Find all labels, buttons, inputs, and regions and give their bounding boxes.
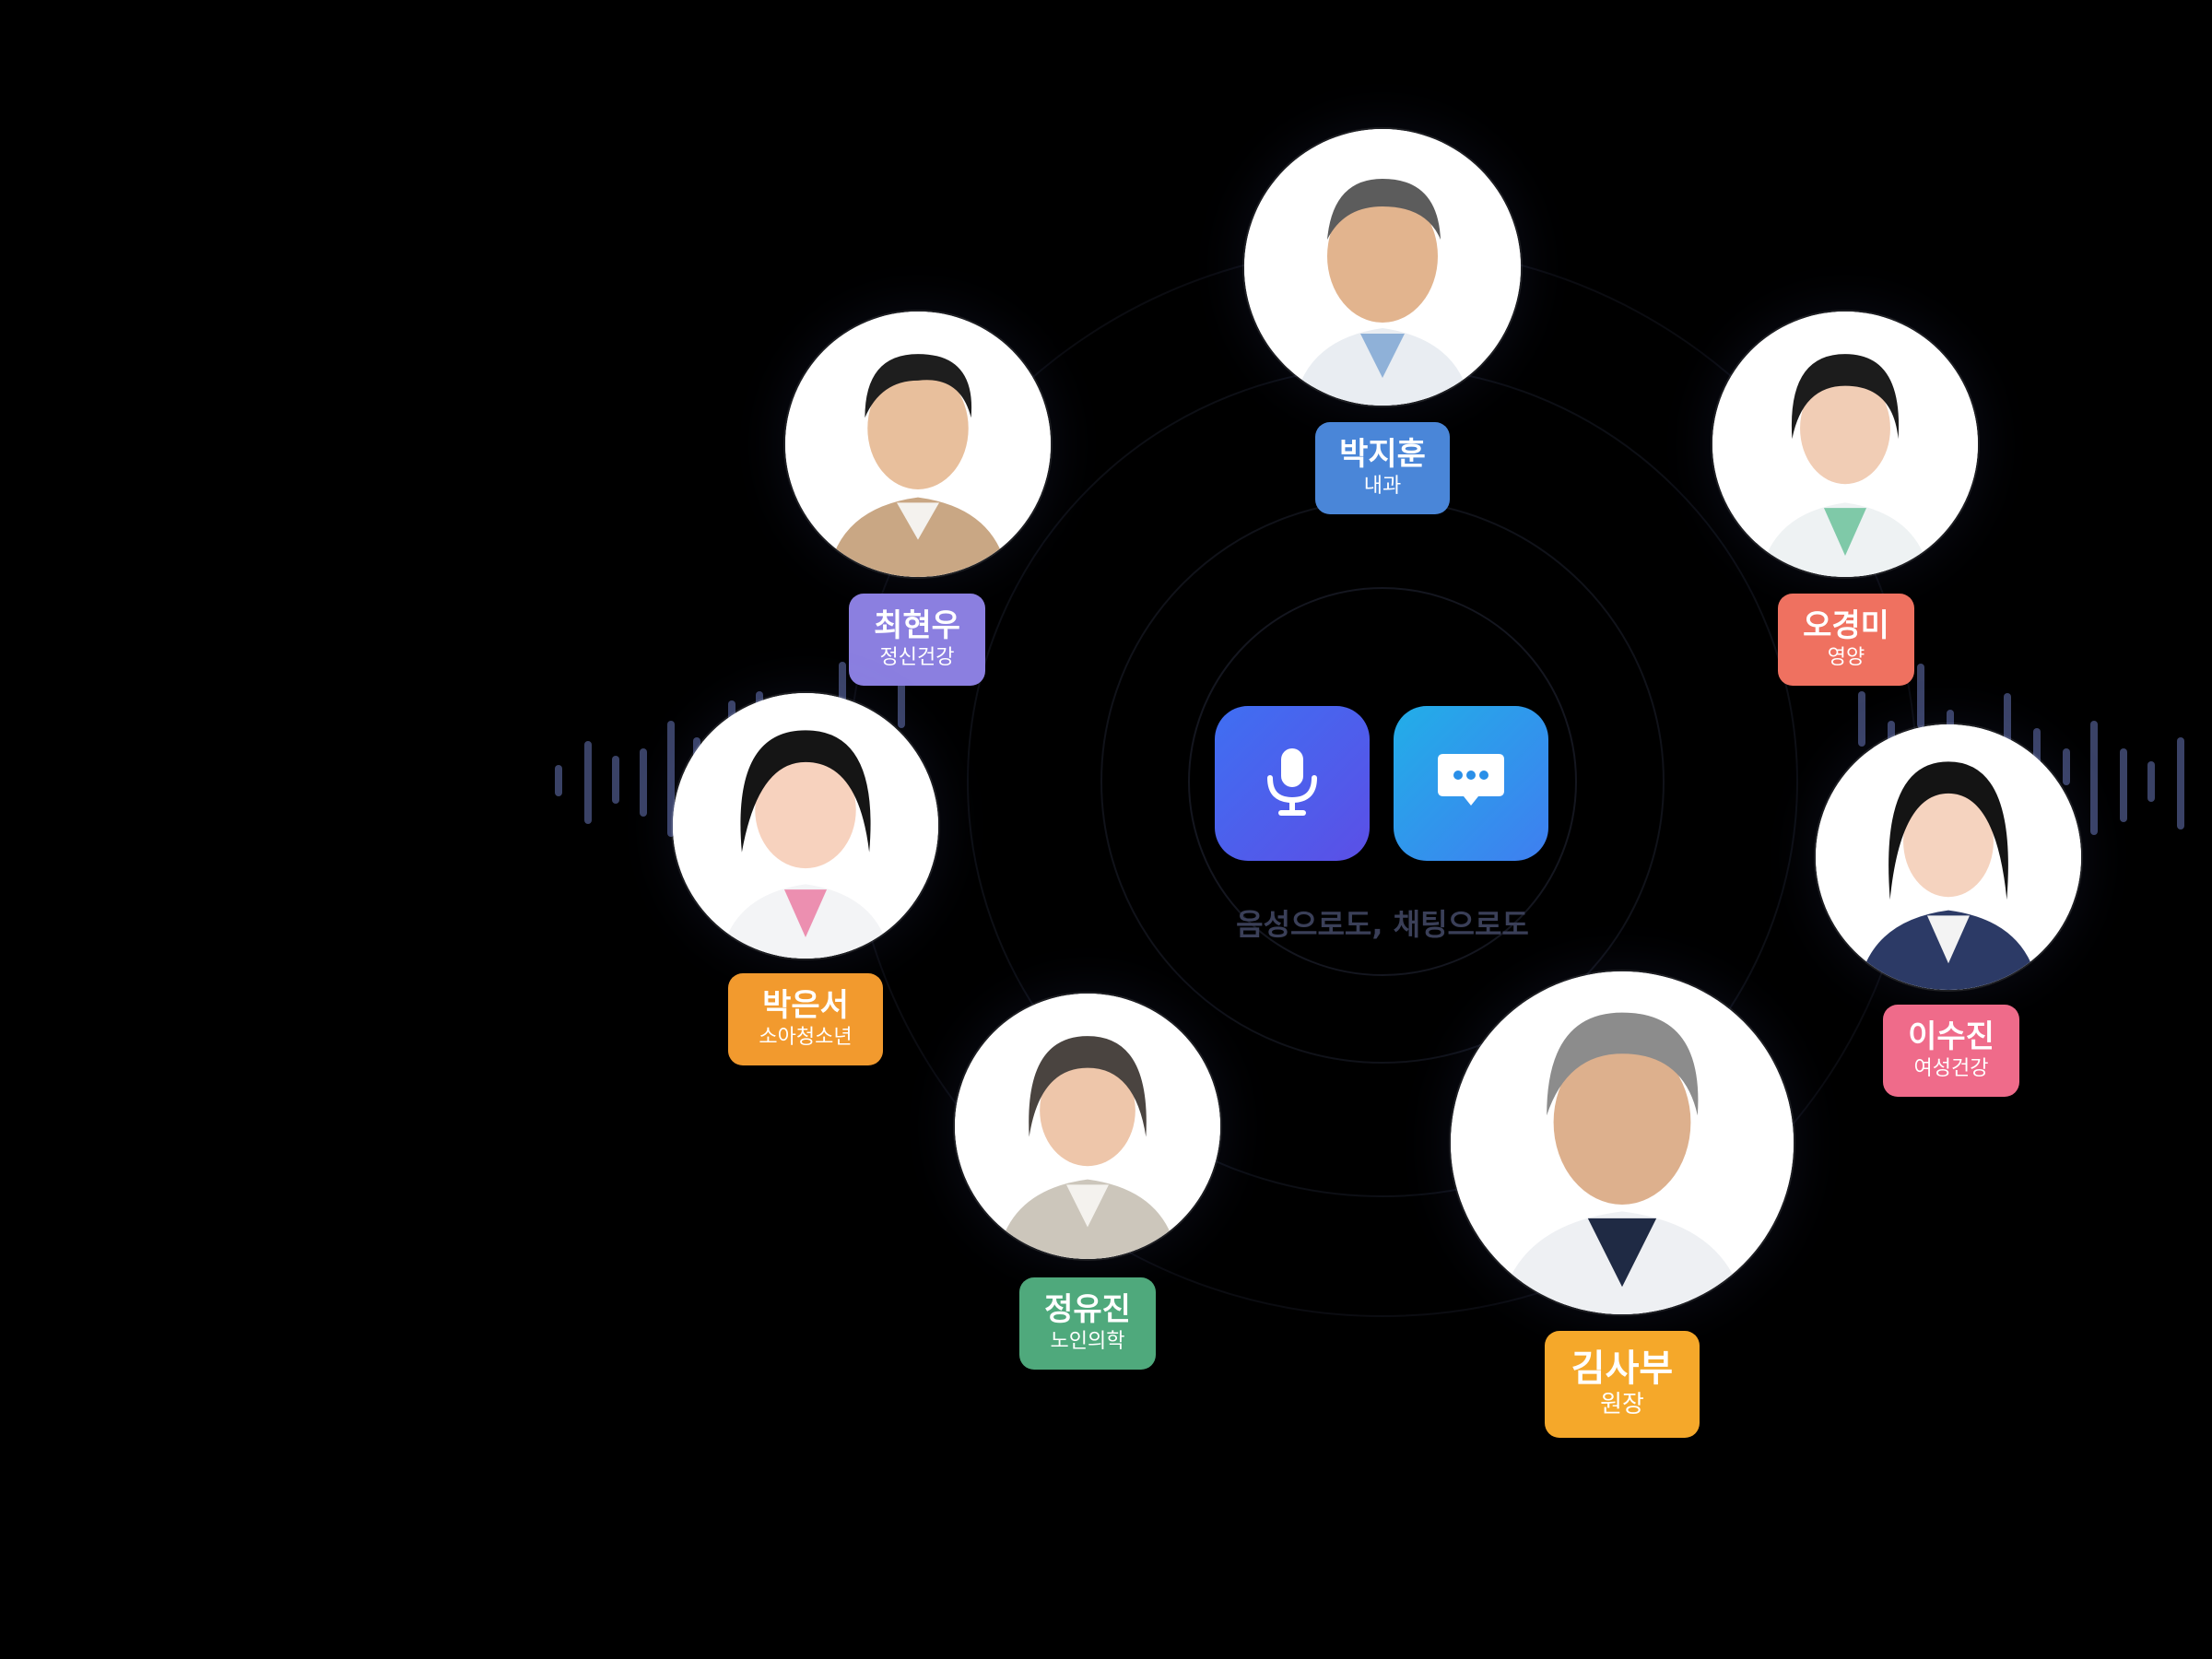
doctor-name: 박은서 <box>762 987 849 1025</box>
avatar <box>955 994 1220 1259</box>
doctor-name-tag: 정유진 노인의학 <box>1019 1277 1156 1370</box>
doctor-name: 오경미 <box>1803 607 1889 645</box>
doctor-name: 이수진 <box>1908 1018 1994 1056</box>
microphone-icon <box>1259 745 1325 822</box>
doctor-name: 김사부 <box>1571 1347 1674 1391</box>
doctor-role: 영양 <box>1827 645 1865 669</box>
doctor-name-tag: 김사부 원장 <box>1545 1331 1700 1438</box>
doctor-role: 정신건강 <box>879 645 955 669</box>
text-chat-button[interactable] <box>1394 706 1548 861</box>
doctor-role: 원장 <box>1600 1391 1644 1419</box>
doctor-role: 여성건강 <box>1913 1056 1989 1080</box>
chat-bubble-icon <box>1434 748 1508 818</box>
avatar <box>1816 724 2081 990</box>
doctor-name-tag: 최현우 정신건강 <box>849 594 985 686</box>
doctor-role: 소아청소년 <box>759 1025 853 1049</box>
avatar <box>1451 971 1794 1314</box>
doctor-role: 노인의학 <box>1050 1329 1125 1353</box>
voice-chat-button[interactable] <box>1215 706 1370 861</box>
doctor-name: 박지훈 <box>1339 436 1426 474</box>
doctor-name: 최현우 <box>874 607 960 645</box>
doctor-role: 내과 <box>1363 474 1402 498</box>
avatar <box>785 312 1051 577</box>
doctor-name-tag: 이수진 여성건강 <box>1883 1005 2019 1097</box>
doctor-name-tag: 박지훈 내과 <box>1315 422 1450 514</box>
doctor-name-tag: 박은서 소아청소년 <box>728 973 883 1065</box>
avatar <box>1712 312 1978 577</box>
doctor-name-tag: 오경미 영양 <box>1778 594 1914 686</box>
doctor-name: 정유진 <box>1044 1291 1131 1329</box>
avatar <box>1244 129 1521 406</box>
center-caption: 음성으로도, 채팅으로도 <box>1236 907 1529 942</box>
avatar <box>673 693 938 959</box>
